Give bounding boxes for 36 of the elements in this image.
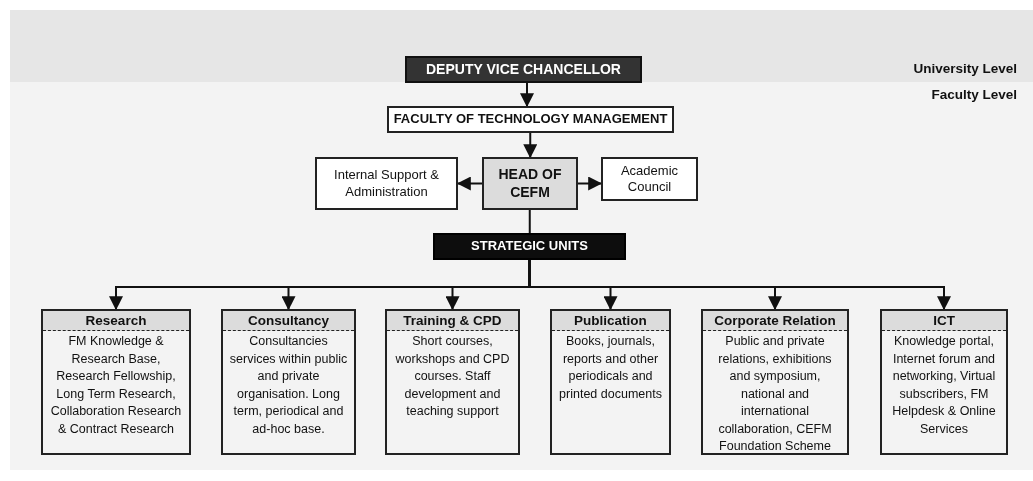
unit-heading: Publication xyxy=(552,311,669,331)
box-label: HEAD OF CEFM xyxy=(497,166,563,201)
arrow xyxy=(520,82,534,108)
box-label: Internal Support & Administration xyxy=(333,167,440,200)
unit-description: Consultancies services within public and private organisation. Long term, periodical and ad-hoc base. xyxy=(228,333,349,438)
unit-description: Public and private relations, exhibitions and symposium, national and international collaboration, CEFM Foundation Scheme xyxy=(717,333,833,455)
org-box xyxy=(433,233,626,260)
unit-heading: ICT xyxy=(882,311,1006,331)
connector-line xyxy=(528,209,531,234)
unit-heading: Consultancy xyxy=(223,311,354,331)
box-label: DEPUTY VICE CHANCELLOR xyxy=(425,60,622,79)
box-label: STRATEGIC UNITS xyxy=(470,238,589,255)
unit-card xyxy=(221,309,356,455)
org-box xyxy=(315,157,458,210)
box-label: Academic Council xyxy=(619,162,680,196)
unit-card xyxy=(550,309,671,455)
unit-heading: Research xyxy=(43,311,189,331)
arrow xyxy=(577,176,603,191)
unit-card xyxy=(385,309,520,455)
org-box xyxy=(601,157,698,201)
unit-description: Knowledge portal, Internet forum and networking, Virtual subscribers, FM Helpdesk & Online Services xyxy=(891,333,997,438)
org-box xyxy=(482,157,578,210)
arrow xyxy=(523,132,538,159)
org-box xyxy=(405,56,642,83)
level-label: University Level xyxy=(913,61,1017,76)
unit-heading: Corporate Relation xyxy=(703,311,847,331)
unit-heading: Training & CPD xyxy=(387,311,518,331)
box-label: FACULTY OF TECHNOLOGY MANAGEMENT xyxy=(392,111,669,128)
unit-description: Books, journals, reports and other periodicals and printed documents xyxy=(558,333,663,403)
unit-description: FM Knowledge & Research Base, Research Fellowship, Long Term Research, Collaboration Research & Contract Research xyxy=(49,333,183,438)
unit-card xyxy=(41,309,191,455)
level-label: Faculty Level xyxy=(931,87,1017,102)
unit-card xyxy=(880,309,1008,455)
unit-card xyxy=(701,309,849,455)
unit-description: Short courses, workshops and CPD courses. Staff development and teaching support xyxy=(394,333,511,420)
org-box xyxy=(387,106,674,133)
